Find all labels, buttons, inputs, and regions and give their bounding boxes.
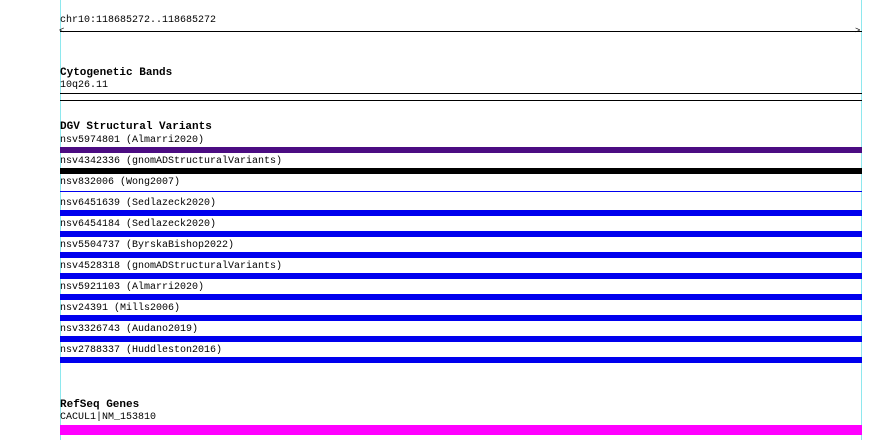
arrow-left-icon: < [59,26,65,36]
dgv-feature-bar[interactable] [60,273,862,279]
dgv-feature-label[interactable]: nsv6454184 (Sedlazeck2020) [60,219,217,230]
dgv-track-title: DGV Structural Variants [60,121,212,133]
dgv-feature-bar[interactable] [60,315,862,321]
ruler-line [60,31,862,32]
location-label: chr10:118685272..118685272 [60,15,217,26]
dgv-feature-label[interactable]: nsv5921103 (Almarri2020) [60,282,205,293]
cytoband-feature-bottom [60,100,862,101]
dgv-feature-bar[interactable] [60,147,862,153]
view-left-boundary [60,0,61,440]
dgv-feature-bar[interactable] [60,231,862,237]
dgv-feature-bar[interactable] [60,210,862,216]
view-right-boundary [861,0,862,440]
cytoband-feature-top [60,93,862,94]
dgv-feature-label[interactable]: nsv6451639 (Sedlazeck2020) [60,198,217,209]
refseq-track-title: RefSeq Genes [60,399,140,411]
dgv-feature-bar[interactable] [60,357,862,363]
dgv-feature-bar[interactable] [60,294,862,300]
cytoband-track-title: Cytogenetic Bands [60,67,173,79]
dgv-feature-label[interactable]: nsv832006 (Wong2007) [60,177,181,188]
dgv-feature-label[interactable]: nsv5974801 (Almarri2020) [60,135,205,146]
dgv-feature-label[interactable]: nsv4528318 (gnomADStructuralVariants) [60,261,283,272]
dgv-feature-label[interactable]: nsv4342336 (gnomADStructuralVariants) [60,156,283,167]
cytoband-label[interactable]: 10q26.11 [60,80,109,91]
dgv-feature-bar[interactable] [60,252,862,258]
refseq-gene-label[interactable]: CACUL1|NM_153810 [60,412,157,423]
dgv-feature-label[interactable]: nsv2788337 (Huddleston2016) [60,345,223,356]
arrow-right-icon: > [855,26,861,36]
dgv-feature-bar[interactable] [60,336,862,342]
refseq-gene-feature[interactable] [60,425,862,435]
dgv-feature-label[interactable]: nsv24391 (Mills2006) [60,303,181,314]
dgv-feature-bar[interactable] [60,168,862,174]
dgv-feature-bar[interactable] [60,191,862,192]
dgv-feature-label[interactable]: nsv5504737 (ByrskaBishop2022) [60,240,235,251]
dgv-feature-label[interactable]: nsv3326743 (Audano2019) [60,324,199,335]
